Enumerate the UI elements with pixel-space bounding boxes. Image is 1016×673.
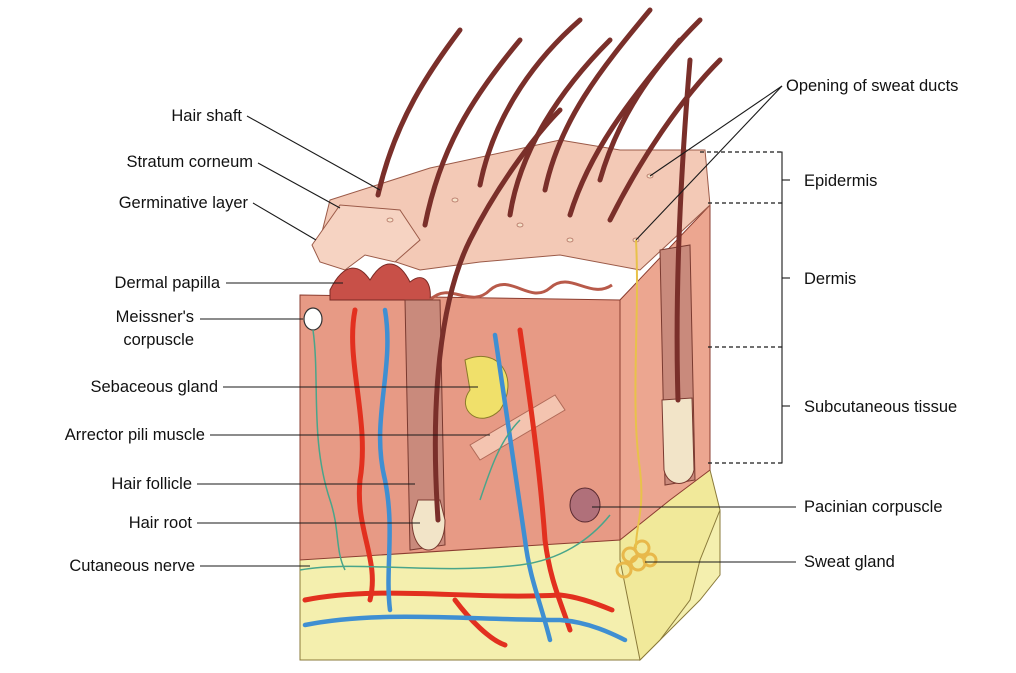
hair-root-bulb [412, 500, 445, 550]
label-subcutaneous-tissue: Subcutaneous tissue [804, 398, 957, 416]
label-sweat-gland: Sweat gland [804, 553, 895, 571]
label-dermal-papilla: Dermal papilla [115, 274, 221, 292]
label-meissners-line1: Meissner's [116, 308, 194, 326]
label-hair-follicle: Hair follicle [111, 475, 192, 493]
meissners-corpuscle [304, 308, 322, 330]
label-arrector-pili-muscle: Arrector pili muscle [65, 426, 205, 444]
label-epidermis: Epidermis [804, 172, 877, 190]
label-cutaneous-nerve: Cutaneous nerve [69, 557, 195, 575]
label-meissners-line2: corpuscle [123, 331, 194, 349]
label-stratum-corneum: Stratum corneum [126, 153, 253, 171]
label-opening-sweat-ducts: Opening of sweat ducts [786, 77, 958, 95]
label-hair-root: Hair root [129, 514, 193, 532]
hair-root-right [662, 398, 694, 484]
pacinian-corpuscle [570, 488, 600, 522]
label-hair-shaft: Hair shaft [171, 107, 242, 125]
label-sebaceous-gland: Sebaceous gland [90, 378, 218, 396]
layer-brackets [700, 152, 790, 463]
label-germinative-layer: Germinative layer [119, 194, 249, 212]
dermis-front [300, 295, 620, 560]
label-dermis: Dermis [804, 270, 856, 288]
label-pacinian-corpuscle: Pacinian corpuscle [804, 498, 943, 516]
